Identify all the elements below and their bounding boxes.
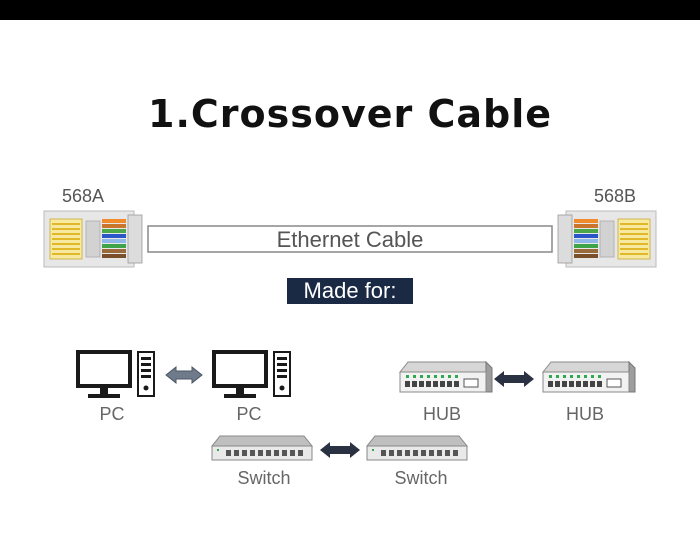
pc-right-label: PC <box>236 404 262 424</box>
switch-right-icon <box>366 435 468 461</box>
switch-left-icon <box>211 435 313 461</box>
made-for-banner: Made for: <box>287 278 413 304</box>
top-black-bar <box>0 0 700 20</box>
pc-left-label: PC <box>99 404 125 424</box>
connector-568a-icon <box>43 210 143 268</box>
ethernet-cable <box>147 225 553 253</box>
switch-left-label: Switch <box>237 468 291 488</box>
page-title: 1.Crossover Cable <box>148 92 552 136</box>
pc-left-icon <box>75 349 155 399</box>
hub-right-label: HUB <box>565 404 604 424</box>
connector-568b-icon <box>557 210 657 268</box>
ethernet-cable-label: Ethernet Cable <box>276 227 424 252</box>
label-568b: 568B <box>594 186 637 206</box>
dark-double-arrow-icon <box>494 371 534 387</box>
label-568a: 568A <box>62 186 105 206</box>
hub-left-icon <box>399 361 493 393</box>
pc-right-icon <box>211 349 291 399</box>
hub-right-icon <box>542 361 636 393</box>
grey-double-arrow-icon <box>165 365 203 385</box>
dark-double-arrow-icon <box>320 442 360 458</box>
hub-left-label: HUB <box>422 404 461 424</box>
switch-right-label: Switch <box>394 468 448 488</box>
